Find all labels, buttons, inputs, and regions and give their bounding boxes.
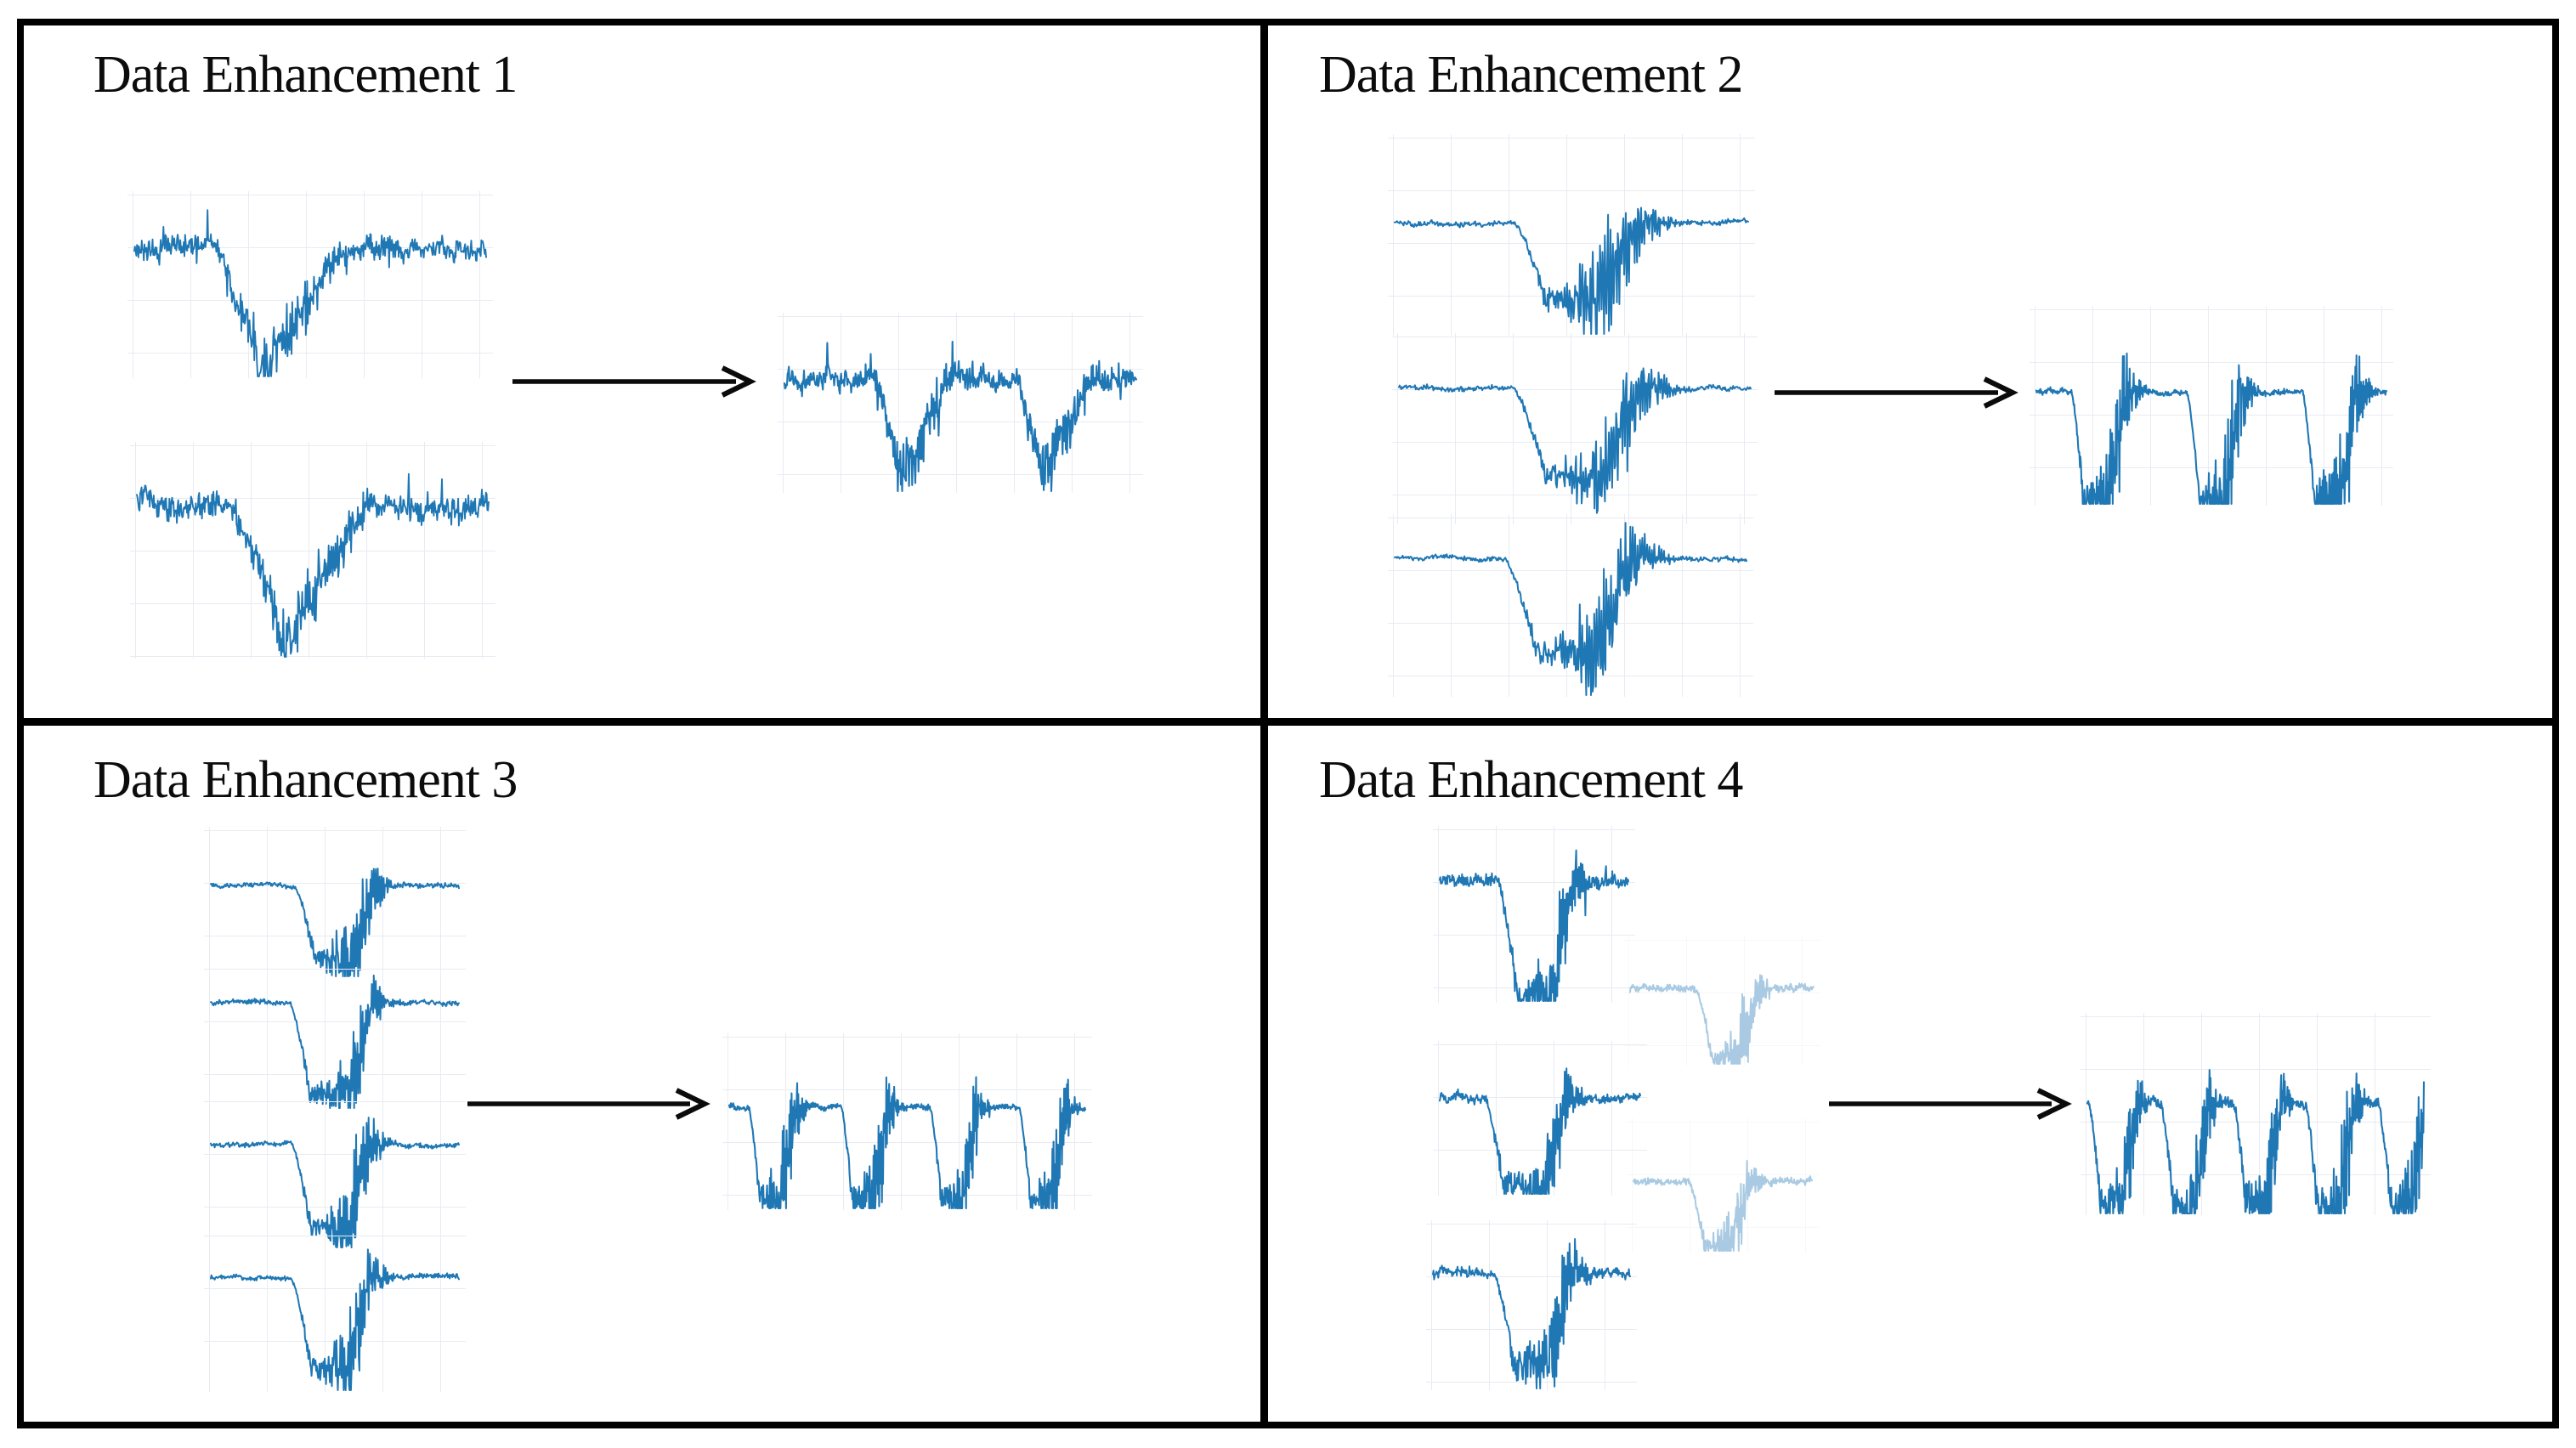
transform-arrow-icon: [467, 1088, 711, 1120]
quadrant-divider-horizontal: [17, 718, 2559, 726]
input-waveform: [1426, 1220, 1637, 1390]
input-waveform-trace: [1394, 522, 1747, 696]
input-waveform-plot: [1439, 849, 1629, 1002]
input-waveform-trace: [210, 1248, 460, 1391]
input-waveform-plot: [210, 868, 460, 977]
input-waveform: [204, 827, 466, 978]
output-waveform-plot: [2086, 1069, 2426, 1215]
panel-title: Data Enhancement 2: [1319, 46, 1743, 104]
output-waveform-plot: [783, 341, 1138, 493]
input-waveform: [204, 1098, 466, 1249]
input-waveform: [1392, 333, 1758, 524]
output-waveform-trace: [2086, 1069, 2426, 1215]
input-waveform-trace: [1394, 206, 1749, 335]
input-waveform-plot: [1439, 1067, 1641, 1195]
input-waveform: [1388, 514, 1753, 697]
input-waveform-plot: [136, 472, 490, 658]
input-waveform: [1627, 1118, 1819, 1253]
input-waveform-plot: [1394, 522, 1747, 696]
input-waveform-plot: [1394, 206, 1749, 335]
input-waveform-plot: [210, 1248, 460, 1391]
input-waveform-trace: [136, 472, 490, 658]
input-waveform: [1433, 826, 1635, 1003]
input-waveform-trace: [1633, 1160, 1813, 1252]
input-waveform: [1388, 134, 1755, 336]
input-waveform-trace: [1432, 1238, 1631, 1389]
panel-title: Data Enhancement 4: [1319, 751, 1743, 809]
input-waveform: [1433, 1041, 1647, 1196]
output-waveform: [2030, 306, 2393, 506]
input-waveform-trace: [210, 1117, 460, 1248]
input-waveform: [127, 191, 493, 378]
output-waveform-plot: [728, 1076, 1087, 1210]
input-waveform: [130, 442, 495, 659]
input-waveform-plot: [1629, 974, 1815, 1065]
input-waveform: [204, 965, 466, 1110]
output-waveform-trace: [728, 1076, 1087, 1210]
panel-title: Data Enhancement 3: [93, 751, 518, 809]
panel-title: Data Enhancement 1: [93, 46, 518, 104]
input-waveform-plot: [1432, 1238, 1631, 1389]
input-waveform-trace: [1629, 974, 1815, 1065]
input-waveform-trace: [1439, 849, 1629, 1002]
output-waveform-trace: [783, 341, 1138, 493]
input-waveform-trace: [1439, 1067, 1641, 1195]
input-waveform-plot: [1398, 367, 1752, 514]
transform-arrow-icon: [512, 365, 756, 398]
input-waveform-plot: [1633, 1160, 1813, 1252]
output-waveform: [2081, 1013, 2431, 1215]
input-waveform-plot: [210, 1117, 460, 1248]
input-waveform-trace: [133, 209, 487, 377]
transform-arrow-icon: [1775, 376, 2018, 409]
input-waveform: [1623, 936, 1820, 1066]
input-waveform-plot: [210, 974, 460, 1109]
input-waveform-trace: [210, 868, 460, 977]
input-waveform-trace: [1398, 367, 1752, 514]
input-waveform-plot: [133, 209, 487, 377]
output-waveform: [722, 1033, 1092, 1210]
input-waveform-trace: [210, 974, 460, 1109]
output-waveform-plot: [2035, 352, 2388, 506]
transform-arrow-icon: [1829, 1088, 2072, 1120]
output-waveform-trace: [2035, 352, 2388, 506]
output-waveform: [778, 313, 1143, 493]
input-waveform: [204, 1232, 466, 1392]
